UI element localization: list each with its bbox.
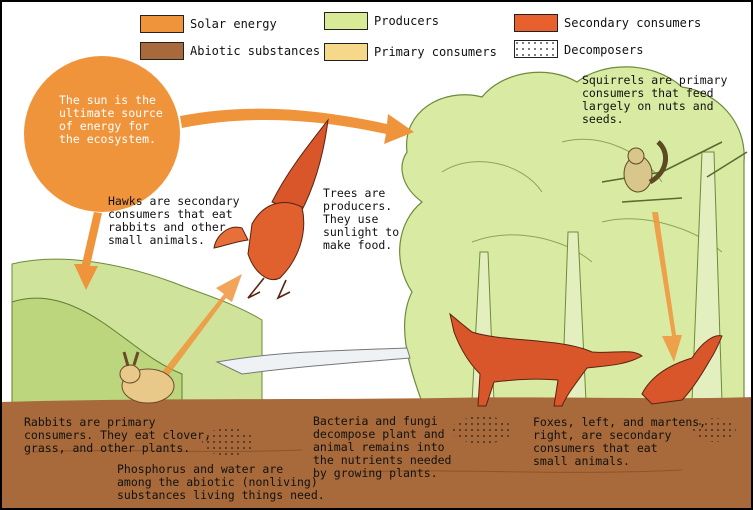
- legend-label-abiotic: Abiotic substances: [190, 44, 320, 58]
- decomposer-patch-2: [452, 416, 512, 444]
- caption-squirrels: Squirrels are primary consumers that fee…: [582, 74, 727, 126]
- caption-bacteria: Bacteria and fungi decompose plant and a…: [313, 415, 451, 480]
- legend-swatch-producers: [324, 12, 368, 30]
- caption-hawks: Hawks are secondary consumers that eat r…: [108, 195, 240, 247]
- legend-label-decomposers: Decomposers: [564, 43, 643, 57]
- caption-sun: The sun is the ultimate source of energy…: [59, 94, 163, 146]
- legend-swatch-solar: [140, 15, 184, 33]
- legend-label-producers: Producers: [374, 14, 439, 28]
- legend-swatch-secondary: [514, 14, 558, 32]
- legend-label-primary: Primary consumers: [374, 45, 497, 59]
- caption-foxes: Foxes, left, and martens, right, are sec…: [533, 416, 706, 468]
- caption-phosphorus: Phosphorus and water are among the abiot…: [117, 463, 325, 502]
- legend-swatch-decomposers: [514, 40, 558, 58]
- legend-swatch-abiotic: [140, 42, 184, 60]
- legend-swatch-primary: [324, 43, 368, 61]
- legend-label-secondary: Secondary consumers: [564, 16, 701, 30]
- legend-label-solar: Solar energy: [190, 17, 277, 31]
- caption-trees: Trees are producers. They use sunlight t…: [323, 187, 399, 252]
- caption-rabbits: Rabbits are primary consumers. They eat …: [24, 416, 211, 455]
